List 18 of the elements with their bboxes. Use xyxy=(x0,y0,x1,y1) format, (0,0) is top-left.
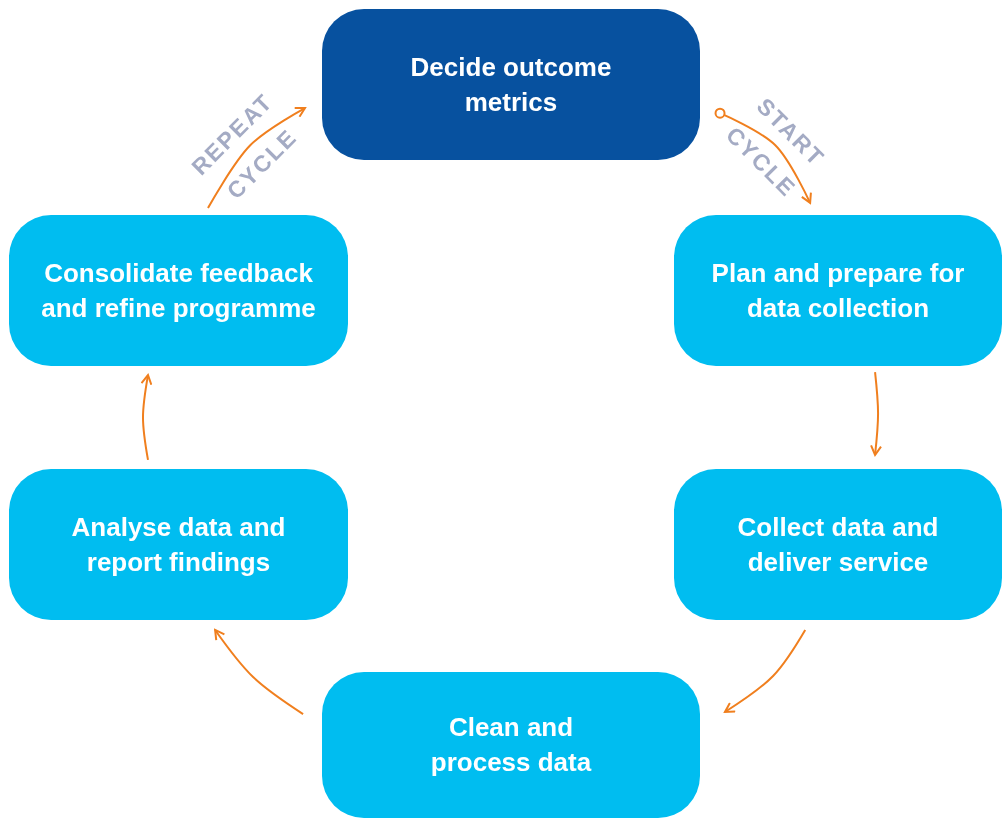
process-box xyxy=(9,469,348,620)
process-box xyxy=(674,215,1002,366)
step-label: Consolidate feedback and refine programme xyxy=(40,256,317,325)
arrow xyxy=(714,107,812,204)
arrow xyxy=(723,628,807,713)
step-label: Collect data and deliver service xyxy=(736,510,940,579)
process-box xyxy=(9,215,348,366)
arrow xyxy=(870,371,882,456)
process-box xyxy=(322,672,700,818)
step-label: Analyse data and report findings xyxy=(70,510,287,579)
arrow xyxy=(207,107,306,210)
step-label: Plan and prepare for data collection xyxy=(710,256,966,325)
step-label: Clean and process data xyxy=(429,711,593,779)
process-box xyxy=(674,469,1002,620)
step-label: Decide outcome metrics xyxy=(409,50,613,119)
process-box xyxy=(322,9,700,160)
arrow xyxy=(140,374,153,461)
arrow xyxy=(214,628,305,716)
